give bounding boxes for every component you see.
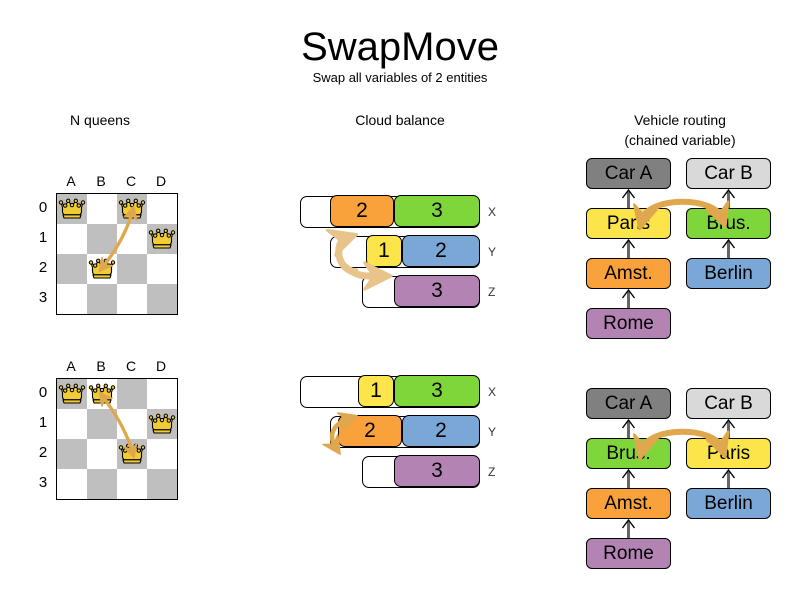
vrp-stop-brussels[interactable]: Brus. — [686, 208, 771, 239]
board-cell-a0[interactable] — [57, 379, 87, 409]
vrp-stop-paris[interactable]: Paris — [586, 208, 671, 239]
board-cell-a3[interactable] — [57, 284, 87, 314]
board-cell-d2[interactable] — [147, 254, 177, 284]
page-title: SwapMove — [301, 25, 499, 69]
board-cell-b2[interactable] — [87, 254, 117, 284]
board-row-label-3: 3 — [38, 289, 48, 306]
board-cell-d3[interactable] — [147, 284, 177, 314]
board-row-label-1: 1 — [38, 414, 48, 431]
cloud-computer-label-z: Z — [488, 285, 496, 299]
board-row-label-3: 3 — [38, 474, 48, 491]
board-row-label-0: 0 — [38, 199, 48, 216]
board-cell-c0[interactable] — [117, 379, 147, 409]
cloud-process-purple-3[interactable]: 3 — [394, 274, 480, 307]
cloud-computer-label-y: Y — [488, 245, 497, 259]
board-column-label-b: B — [96, 173, 106, 189]
board-cell-d0[interactable] — [147, 379, 177, 409]
board-column-label-d: D — [155, 358, 167, 374]
vrp-stop-brussels[interactable]: Brus. — [586, 438, 671, 469]
board-cell-a1[interactable] — [57, 409, 87, 439]
board-cell-a2[interactable] — [57, 254, 87, 284]
board-cell-d0[interactable] — [147, 194, 177, 224]
cloud-process-green-3[interactable]: 3 — [394, 374, 480, 407]
vrp-stop-rome[interactable]: Rome — [586, 538, 671, 569]
board-column-label-b: B — [96, 358, 106, 374]
board-cell-c3[interactable] — [117, 284, 147, 314]
board-cell-a2[interactable] — [57, 439, 87, 469]
board-row-label-2: 2 — [38, 259, 48, 276]
chess-grid[interactable] — [56, 378, 178, 500]
cloud-computer-label-y: Y — [488, 425, 497, 439]
vrp-stop-amsterdam[interactable]: Amst. — [586, 258, 671, 289]
board-column-label-a: A — [66, 173, 76, 189]
vrp-vehicle-car-b[interactable]: Car B — [686, 158, 771, 189]
board-row-label-2: 2 — [38, 444, 48, 461]
cloud-computer-label-x: X — [488, 385, 497, 399]
cloud-process-green-3[interactable]: 3 — [394, 194, 480, 227]
vrp-stop-berlin[interactable]: Berlin — [686, 258, 771, 289]
vrp-vehicle-car-b[interactable]: Car B — [686, 388, 771, 419]
board-cell-d2[interactable] — [147, 439, 177, 469]
board-cell-b2[interactable] — [87, 439, 117, 469]
board-cell-b1[interactable] — [87, 409, 117, 439]
nqueens-board-after[interactable]: A B C D 0 1 2 3 — [10, 355, 180, 505]
cloud-process-orange-2[interactable]: 2 — [330, 194, 394, 227]
section-title-vrp-line1: Vehicle routing — [634, 112, 726, 128]
board-cell-c3[interactable] — [117, 469, 147, 499]
board-cell-b3[interactable] — [87, 469, 117, 499]
cloud-process-yellow-1[interactable]: 1 — [366, 234, 402, 267]
board-cell-d1[interactable] — [147, 409, 177, 439]
vrp-stop-paris[interactable]: Paris — [686, 438, 771, 469]
board-row-label-0: 0 — [38, 384, 48, 401]
board-column-label-a: A — [66, 358, 76, 374]
vrp-stop-rome[interactable]: Rome — [586, 308, 671, 339]
board-cell-c1[interactable] — [117, 224, 147, 254]
nqueens-board-before[interactable]: A B C D 0 1 2 3 — [10, 170, 180, 320]
board-row-label-1: 1 — [38, 229, 48, 246]
cloud-process-blue-2[interactable]: 2 — [402, 414, 480, 447]
page-subtitle: Swap all variables of 2 entities — [312, 70, 488, 85]
board-cell-d1[interactable] — [147, 224, 177, 254]
vrp-vehicle-car-a[interactable]: Car A — [586, 388, 671, 419]
vrp-vehicle-car-a[interactable]: Car A — [586, 158, 671, 189]
section-title-vrp-line2: (chained variable) — [624, 132, 736, 148]
board-cell-d3[interactable] — [147, 469, 177, 499]
board-column-label-c: C — [125, 358, 137, 374]
cloud-computer-label-x: X — [488, 205, 497, 219]
board-column-label-c: C — [125, 173, 137, 189]
section-title-cloud-balance: Cloud balance — [355, 112, 445, 128]
cloud-computer-label-z: Z — [488, 465, 496, 479]
section-title-nqueens: N queens — [70, 112, 130, 128]
chess-grid[interactable] — [56, 193, 178, 315]
board-cell-a3[interactable] — [57, 469, 87, 499]
board-cell-c1[interactable] — [117, 409, 147, 439]
board-column-label-d: D — [155, 173, 167, 189]
vrp-stop-berlin[interactable]: Berlin — [686, 488, 771, 519]
board-cell-b0[interactable] — [87, 194, 117, 224]
board-cell-b0[interactable] — [87, 379, 117, 409]
cloud-process-purple-3[interactable]: 3 — [394, 454, 480, 487]
board-cell-c2[interactable] — [117, 254, 147, 284]
cloud-process-orange-2[interactable]: 2 — [338, 414, 402, 447]
board-cell-a1[interactable] — [57, 224, 87, 254]
board-cell-c0[interactable] — [117, 194, 147, 224]
cloud-process-blue-2[interactable]: 2 — [402, 234, 480, 267]
cloud-process-yellow-1[interactable]: 1 — [358, 374, 394, 407]
board-cell-a0[interactable] — [57, 194, 87, 224]
board-cell-c2[interactable] — [117, 439, 147, 469]
section-title-vehicle-routing: Vehicle routing (chained variable) — [580, 110, 780, 150]
vrp-stop-amsterdam[interactable]: Amst. — [586, 488, 671, 519]
board-cell-b1[interactable] — [87, 224, 117, 254]
board-cell-b3[interactable] — [87, 284, 117, 314]
